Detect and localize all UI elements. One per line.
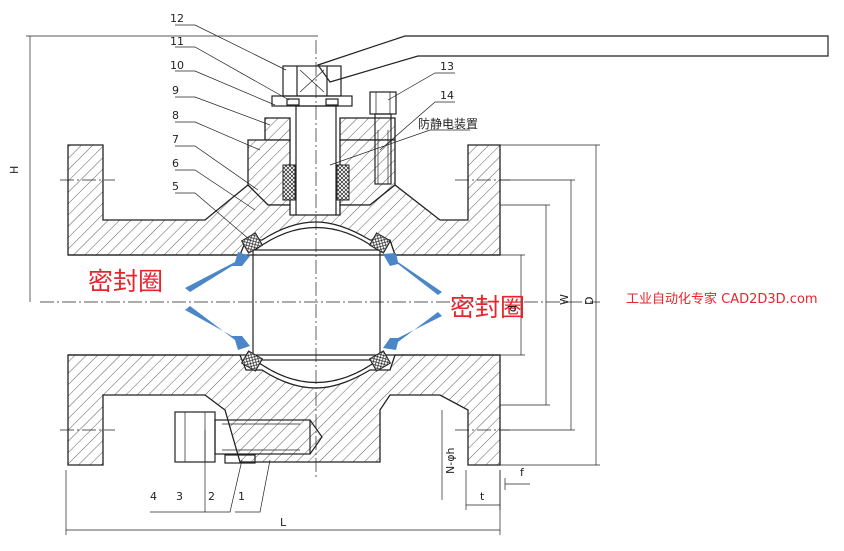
part-num-9: 9 xyxy=(172,84,179,97)
part-num-13: 13 xyxy=(440,60,454,73)
part-num-4: 4 xyxy=(150,490,157,503)
part-num-14: 14 xyxy=(440,89,454,102)
dim-nh: N-φh xyxy=(444,448,457,474)
bottom-bolt xyxy=(174,411,323,464)
dim-d: d xyxy=(506,305,519,312)
part-num-8: 8 xyxy=(172,109,179,122)
seal-ring-br xyxy=(368,350,392,372)
anti-static-label: 防静电装置 xyxy=(418,116,478,131)
stem-top xyxy=(271,65,353,107)
dimension-lines xyxy=(26,35,600,535)
dim-W: W xyxy=(558,294,571,305)
ball xyxy=(252,226,381,384)
dim-f: f xyxy=(520,466,525,479)
body-lower xyxy=(67,354,501,466)
part-num-11: 11 xyxy=(170,35,184,48)
part-num-12: 12 xyxy=(170,12,184,25)
seal-ring-bl xyxy=(240,350,264,372)
part-num-7: 7 xyxy=(172,133,179,146)
part-num-3: 3 xyxy=(176,490,183,503)
handle-lever xyxy=(317,35,829,83)
seal-ring-tl xyxy=(240,232,264,254)
bonnet xyxy=(247,105,396,217)
part-num-10: 10 xyxy=(170,59,184,72)
part-num-6: 6 xyxy=(172,157,179,170)
dim-L: L xyxy=(280,516,287,529)
seal-arrows xyxy=(185,252,442,350)
seal-ring-label-left: 密封圈 xyxy=(88,267,163,296)
seal-ring-tr xyxy=(368,232,392,254)
dim-t: t xyxy=(480,490,485,503)
part-num-1: 1 xyxy=(238,490,245,503)
seal-ring-label-right: 密封圈 xyxy=(450,293,525,322)
part-num-2: 2 xyxy=(208,490,215,503)
watermark-text: 工业自动化专家 CAD2D3D.com xyxy=(626,291,818,307)
body-upper xyxy=(67,144,501,256)
dim-H: H xyxy=(8,166,21,174)
part-num-5: 5 xyxy=(172,180,179,193)
leader-lines xyxy=(150,24,470,513)
dim-D: D xyxy=(583,297,596,305)
